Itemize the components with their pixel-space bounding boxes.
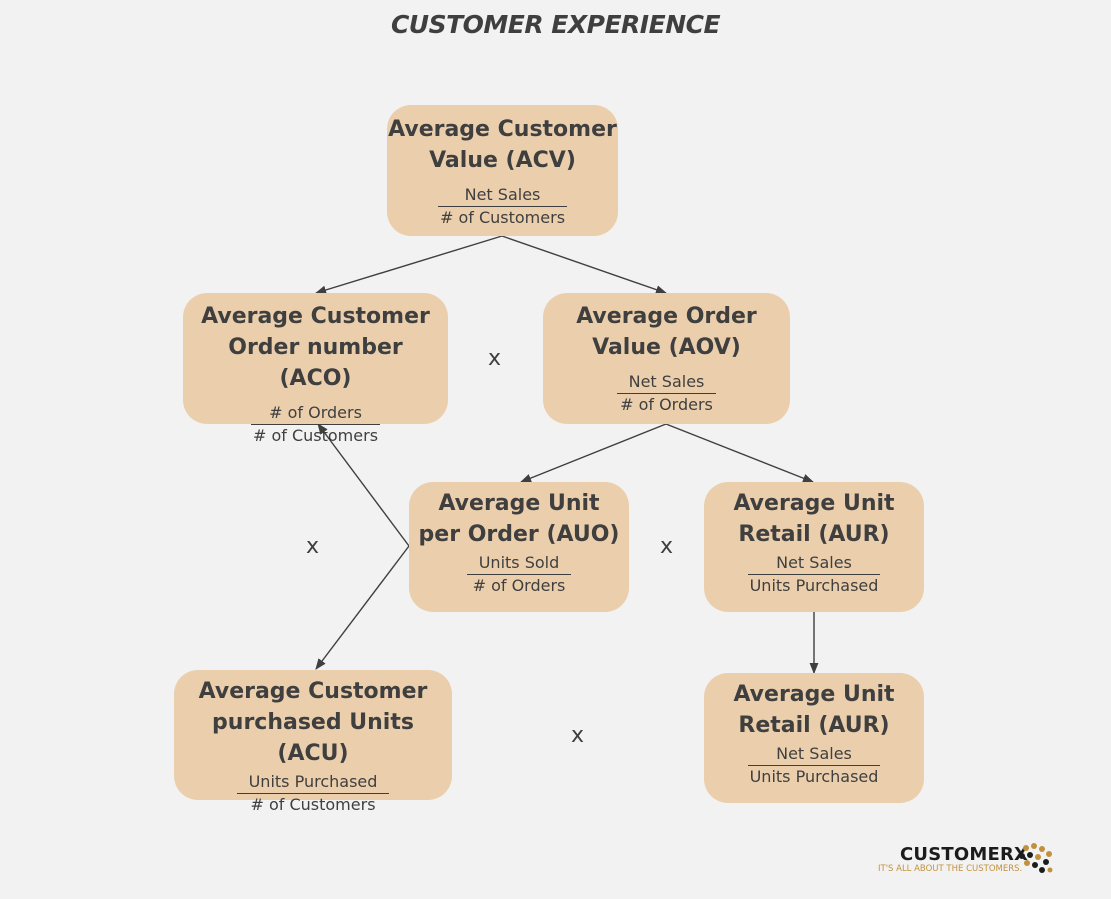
node-auo-numerator: Units Sold <box>466 552 572 575</box>
arrow-auo-to-acu <box>315 545 410 670</box>
node-aov-numerator: Net Sales <box>616 371 717 394</box>
node-aur-upper-title: Average Unit Retail (AUR) <box>733 491 895 547</box>
node-aur-lower-numerator: Net Sales <box>747 743 881 766</box>
logo-wordmark: CUSTOMERX <box>900 844 1029 865</box>
node-acu-title: Average Customer purchased Units (ACU) <box>198 679 428 766</box>
node-aur-upper-denominator: Units Purchased <box>749 576 879 595</box>
multiply-operator-left: x <box>306 534 320 559</box>
node-aov-denominator: # of Orders <box>620 395 713 414</box>
multiply-operator-auo-aur: x <box>660 534 674 559</box>
node-auo: Average Unit per Order (AUO) Units Sold … <box>409 482 629 612</box>
arrow-acv-to-aov <box>501 235 668 294</box>
multiply-operator-acu-aur: x <box>571 723 585 748</box>
node-aur-upper-formula: Net Sales Units Purchased <box>747 552 881 597</box>
node-aco-title: Average Customer Order number (ACO) <box>201 304 430 391</box>
node-acv-formula: Net Sales # of Customers <box>437 184 568 229</box>
node-aov: Average Order Value (AOV) Net Sales # of… <box>543 293 790 424</box>
node-aur-lower-formula: Net Sales Units Purchased <box>747 743 881 788</box>
node-acv: Average Customer Value (ACV) Net Sales #… <box>387 105 618 236</box>
node-aur-upper-numerator: Net Sales <box>747 552 881 575</box>
node-acv-numerator: Net Sales <box>437 184 568 207</box>
arrow-aov-to-aur <box>665 423 815 483</box>
node-acu: Average Customer purchased Units (ACU) U… <box>174 670 452 814</box>
node-auo-denominator: # of Orders <box>472 576 566 595</box>
node-aco: Average Customer Order number (ACO) # of… <box>183 293 448 445</box>
node-aco-formula: # of Orders # of Customers <box>250 402 381 447</box>
node-aov-formula: Net Sales # of Orders <box>616 371 717 416</box>
logo-tagline: IT'S ALL ABOUT THE CUSTOMERS. <box>878 864 1023 874</box>
node-aco-denominator: # of Customers <box>252 426 379 445</box>
arrow-aov-to-auo <box>519 423 667 483</box>
node-aur-lower: Average Unit Retail (AUR) Net Sales Unit… <box>704 673 924 803</box>
node-aov-title: Average Order Value (AOV) <box>576 304 757 360</box>
node-acv-title: Average Customer Value (ACV) <box>388 117 617 173</box>
node-aco-numerator: # of Orders <box>250 402 381 425</box>
node-acu-denominator: # of Customers <box>250 795 376 814</box>
arrow-auo-to-aco <box>317 423 410 547</box>
node-aur-lower-denominator: Units Purchased <box>749 767 879 786</box>
node-aur-upper: Average Unit Retail (AUR) Net Sales Unit… <box>704 482 924 612</box>
node-acu-formula: Units Purchased # of Customers <box>236 771 390 816</box>
node-acv-denominator: # of Customers <box>439 208 566 227</box>
node-aur-lower-title: Average Unit Retail (AUR) <box>733 682 895 738</box>
node-auo-title: Average Unit per Order (AUO) <box>418 491 620 547</box>
diagram-title: CUSTOMER EXPERIENCE <box>390 10 721 39</box>
multiply-operator-aco-aov: x <box>488 346 502 371</box>
logo-dots-icon <box>1019 843 1053 873</box>
node-acu-numerator: Units Purchased <box>236 771 390 794</box>
node-auo-formula: Units Sold # of Orders <box>466 552 572 597</box>
arrow-acv-to-aco <box>314 235 503 295</box>
customerx-logo: CUSTOMERX IT'S ALL ABOUT THE CUSTOMERS. <box>876 842 1061 878</box>
